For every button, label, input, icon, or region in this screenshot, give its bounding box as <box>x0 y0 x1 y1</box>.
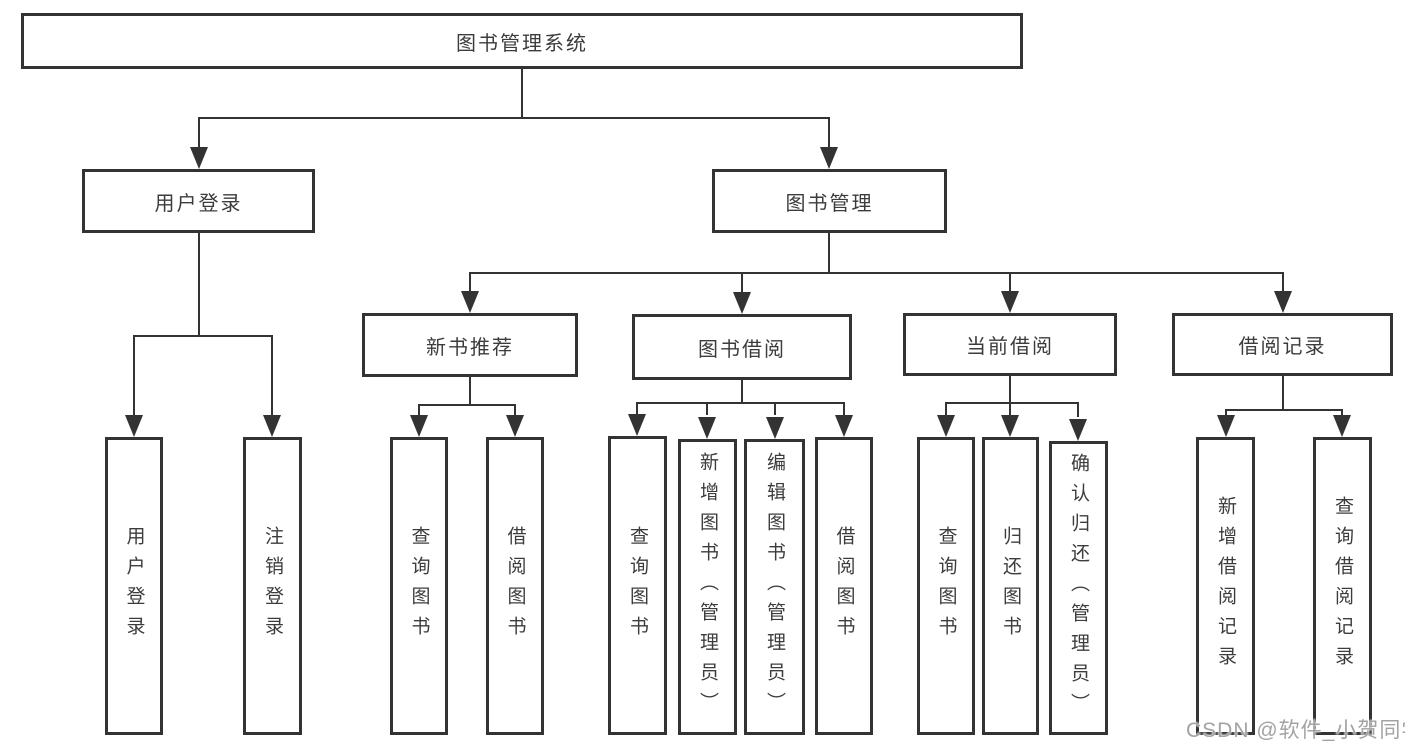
connector-line <box>843 403 845 415</box>
csdn-watermark: CSDN @软件_小贺同学 <box>1186 719 1405 742</box>
node-label: 编辑图书（管理员） <box>764 452 785 722</box>
connector-line <box>198 118 200 148</box>
connector-line <box>469 273 471 292</box>
node-label: 注销登录 <box>262 526 283 646</box>
node-label: 图书管理 <box>785 192 874 215</box>
node-label: 查询图书 <box>627 525 648 646</box>
connector-line <box>514 405 516 416</box>
leaf-bb-edit-books-admin: 编辑图书（管理员） <box>744 439 805 735</box>
connector-line <box>741 273 743 293</box>
node-user-login: 用户登录 <box>82 169 315 233</box>
connector-line <box>945 403 947 415</box>
leaf-logout: 注销登录 <box>243 437 302 735</box>
leaf-cb-confirm-return-admin: 确认归还（管理员） <box>1049 441 1108 735</box>
leaf-cb-return-books: 归还图书 <box>982 437 1039 735</box>
node-label: 用户登录 <box>123 526 145 646</box>
node-label: 图书管理系统 <box>456 32 588 55</box>
arrow-down-icon <box>461 291 479 313</box>
arrow-down-icon <box>263 415 281 437</box>
connector-line <box>198 117 830 119</box>
arrow-down-icon <box>820 147 838 169</box>
leaf-bb-query-books: 查询图书 <box>608 436 667 735</box>
arrow-down-icon <box>1001 415 1019 437</box>
leaf-bb-add-books-admin: 新增图书（管理员） <box>678 439 737 735</box>
arrow-down-icon <box>506 415 524 437</box>
leaf-nbr-query-books: 查询图书 <box>390 437 448 735</box>
arrow-down-icon <box>1069 419 1087 441</box>
leaf-user-login: 用户登录 <box>105 437 163 735</box>
arrow-down-icon <box>410 415 428 437</box>
connector-line <box>636 403 638 415</box>
connector-line <box>418 405 420 416</box>
arrow-down-icon <box>125 415 143 437</box>
node-label: 查询图书 <box>935 526 957 646</box>
leaf-nbr-borrow-books: 借阅图书 <box>486 437 544 735</box>
node-new-book-recommendation: 新书推荐 <box>362 313 578 377</box>
connector-line <box>774 403 776 415</box>
arrow-down-icon <box>1001 291 1019 313</box>
node-label: 借阅图书 <box>833 526 855 646</box>
arrow-down-icon <box>937 415 955 437</box>
arrow-down-icon <box>628 414 646 436</box>
connector-line <box>1009 273 1011 292</box>
arrow-down-icon <box>733 292 751 314</box>
connector-line <box>1225 409 1343 411</box>
node-label: 新书推荐 <box>426 336 514 359</box>
connector-line <box>828 233 830 273</box>
connector-line <box>945 402 1079 404</box>
node-library-management-system: 图书管理系统 <box>21 13 1023 69</box>
node-label: 用户登录 <box>154 192 243 215</box>
connector-line <box>1009 376 1011 403</box>
connector-line <box>1225 410 1227 416</box>
arrow-down-icon <box>698 417 716 439</box>
connector-line <box>636 402 845 404</box>
node-label: 借阅图书 <box>504 526 526 646</box>
connector-line <box>521 69 523 118</box>
leaf-br-add-record: 新增借阅记录 <box>1196 437 1255 735</box>
connector-line <box>828 118 830 148</box>
arrow-down-icon <box>190 147 208 169</box>
node-current-borrowing: 当前借阅 <box>903 313 1117 376</box>
node-borrowing-records: 借阅记录 <box>1172 313 1393 376</box>
connector-line <box>133 335 273 337</box>
connector-line <box>741 380 743 403</box>
node-label: 归还图书 <box>1000 526 1021 646</box>
connector-line <box>1077 403 1079 417</box>
node-label: 图书借阅 <box>698 338 786 361</box>
leaf-cb-query-books: 查询图书 <box>917 437 975 735</box>
arrow-down-icon <box>835 415 853 437</box>
connector-line <box>1009 403 1011 415</box>
node-label: 新增借阅记录 <box>1215 496 1236 676</box>
connector-line <box>271 336 273 416</box>
node-label: 查询图书 <box>408 526 430 646</box>
connector-line <box>469 377 471 405</box>
leaf-br-query-record: 查询借阅记录 <box>1313 437 1372 735</box>
leaf-bb-borrow-books: 借阅图书 <box>815 437 873 735</box>
node-label: 当前借阅 <box>966 336 1054 358</box>
connector-line <box>133 336 135 416</box>
node-label: 新增图书（管理员） <box>697 452 718 722</box>
node-label: 借阅记录 <box>1238 336 1327 358</box>
arrow-down-icon <box>1274 291 1292 313</box>
connector-line <box>706 403 708 415</box>
connector-line <box>418 404 516 406</box>
node-label: 查询借阅记录 <box>1332 496 1353 676</box>
connector-line <box>198 233 200 336</box>
arrow-down-icon <box>766 417 784 439</box>
connector-line <box>469 272 1284 274</box>
connector-line <box>1341 410 1343 416</box>
connector-line <box>1282 376 1284 410</box>
connector-line <box>1282 273 1284 292</box>
arrow-down-icon <box>1217 415 1235 437</box>
node-label: 确认归还（管理员） <box>1068 453 1089 723</box>
arrow-down-icon <box>1333 415 1351 437</box>
node-book-borrowing: 图书借阅 <box>632 314 852 380</box>
node-book-management: 图书管理 <box>712 169 947 233</box>
